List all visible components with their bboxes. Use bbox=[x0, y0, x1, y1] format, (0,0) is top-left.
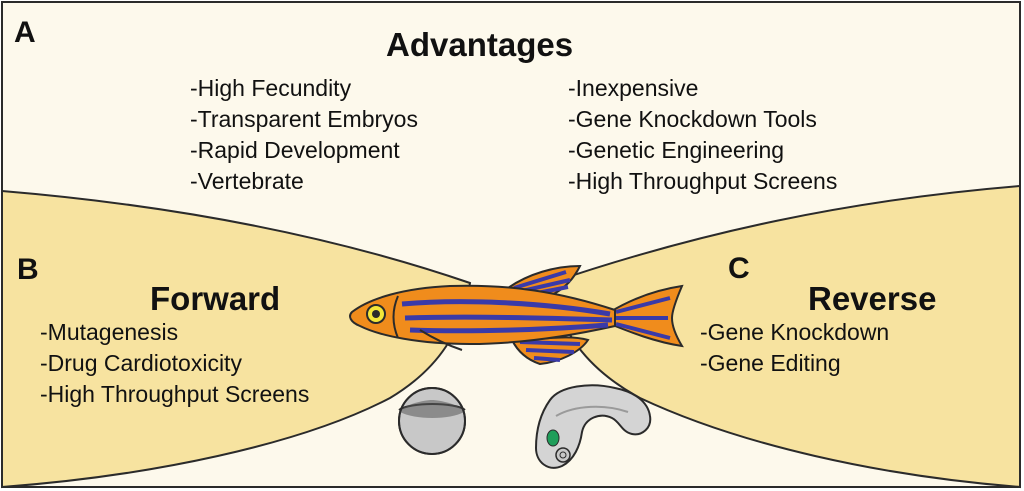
list-item: -Transparent Embryos bbox=[190, 106, 418, 132]
advantages-heading: Advantages bbox=[386, 26, 574, 63]
list-item: -Mutagenesis bbox=[40, 319, 179, 345]
reverse-list: -Gene Knockdown -Gene Editing bbox=[700, 317, 889, 379]
list-item: -Genetic Engineering bbox=[568, 137, 785, 163]
list-item: -High Fecundity bbox=[190, 75, 352, 101]
panel-a-letter: A bbox=[14, 16, 36, 49]
reverse-heading: Reverse bbox=[808, 280, 937, 317]
advantages-list-left: -High Fecundity -Transparent Embryos -Ra… bbox=[190, 73, 418, 197]
list-item: -Gene Editing bbox=[700, 350, 841, 376]
panel-b-letter: B bbox=[17, 253, 39, 286]
panel-c-letter: C bbox=[728, 252, 750, 285]
list-item: -Drug Cardiotoxicity bbox=[40, 350, 242, 376]
embryo-egg-icon bbox=[398, 387, 466, 455]
advantages-list-right: -Inexpensive -Gene Knockdown Tools -Gene… bbox=[568, 73, 837, 197]
list-item: -Gene Knockdown bbox=[700, 319, 890, 345]
list-item: -Rapid Development bbox=[190, 137, 400, 163]
larva-embryo-icon bbox=[534, 384, 652, 469]
forward-heading: Forward bbox=[150, 280, 281, 317]
list-item: -Gene Knockdown Tools bbox=[568, 106, 817, 132]
list-item: -High Throughput Screens bbox=[40, 381, 310, 407]
panel-b-background bbox=[1, 189, 472, 489]
list-item: -High Throughput Screens bbox=[568, 168, 838, 194]
list-item: -Vertebrate bbox=[190, 168, 304, 194]
zebrafish-icon bbox=[349, 264, 684, 366]
forward-list: -Mutagenesis -Drug Cardiotoxicity -High … bbox=[40, 317, 309, 410]
list-item: -Inexpensive bbox=[568, 75, 699, 101]
